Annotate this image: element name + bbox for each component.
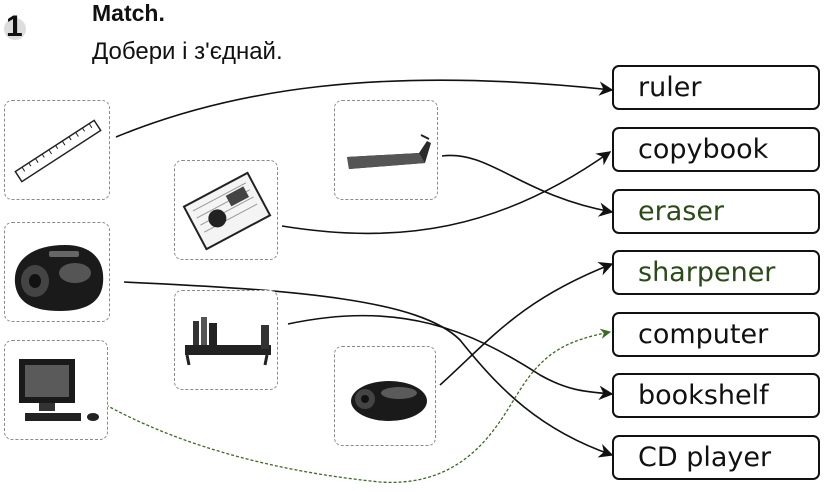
line-copybook	[281, 151, 612, 235]
picture-card-cd-player[interactable]	[4, 222, 110, 322]
word-box-ruler[interactable]: ruler	[612, 65, 820, 110]
exercise-title: Match.	[92, 0, 165, 26]
word-box-copybook[interactable]: copybook	[612, 127, 820, 172]
picture-card-sharpener[interactable]	[334, 346, 436, 446]
word-box-sharpener[interactable]: sharpener	[612, 250, 820, 295]
picture-card-bookshelf[interactable]	[174, 290, 278, 390]
picture-card-eraser[interactable]	[334, 100, 438, 200]
line-sharpener	[439, 262, 614, 386]
copybook-icon	[182, 171, 272, 251]
picture-card-copybook[interactable]	[174, 160, 278, 260]
word-box-cd-player[interactable]: CD player	[612, 435, 820, 480]
word-box-bookshelf[interactable]: bookshelf	[612, 373, 820, 418]
bookshelf-icon	[185, 317, 271, 366]
word-box-eraser[interactable]: eraser	[612, 189, 820, 234]
exercise-instruction: Добери і з'єднай.	[92, 38, 283, 65]
line-eraser	[441, 154, 614, 217]
exercise-number-text: 1	[6, 10, 23, 43]
sharpener-icon	[351, 381, 427, 421]
word-box-computer[interactable]: computer	[612, 312, 820, 357]
cd-player-icon	[14, 245, 104, 311]
picture-card-ruler[interactable]	[4, 100, 110, 200]
computer-icon	[19, 359, 99, 421]
exercise-number: 1	[4, 10, 26, 44]
eraser-icon	[347, 134, 431, 169]
ruler-icon	[14, 119, 102, 183]
picture-card-computer[interactable]	[4, 340, 108, 440]
